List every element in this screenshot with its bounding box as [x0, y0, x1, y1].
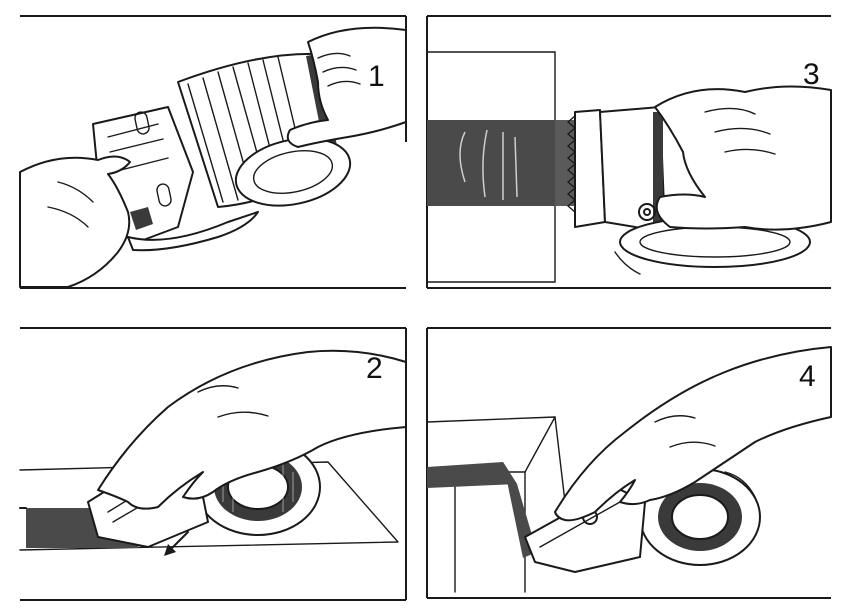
step-3-illustration — [425, 12, 833, 292]
step-number-2: 2 — [366, 354, 383, 384]
step-2-illustration — [18, 322, 410, 604]
step-4-illustration — [425, 322, 833, 604]
step-panel-1: 1 — [18, 12, 410, 292]
step-panel-4: 4 — [425, 322, 833, 604]
step-number-3: 3 — [803, 60, 820, 90]
step-panel-3: 3 — [425, 12, 833, 292]
step-number-4: 4 — [799, 362, 816, 392]
step-number-1: 1 — [368, 62, 385, 92]
step-1-illustration — [18, 12, 410, 292]
step-panel-2: 2 — [18, 322, 410, 604]
